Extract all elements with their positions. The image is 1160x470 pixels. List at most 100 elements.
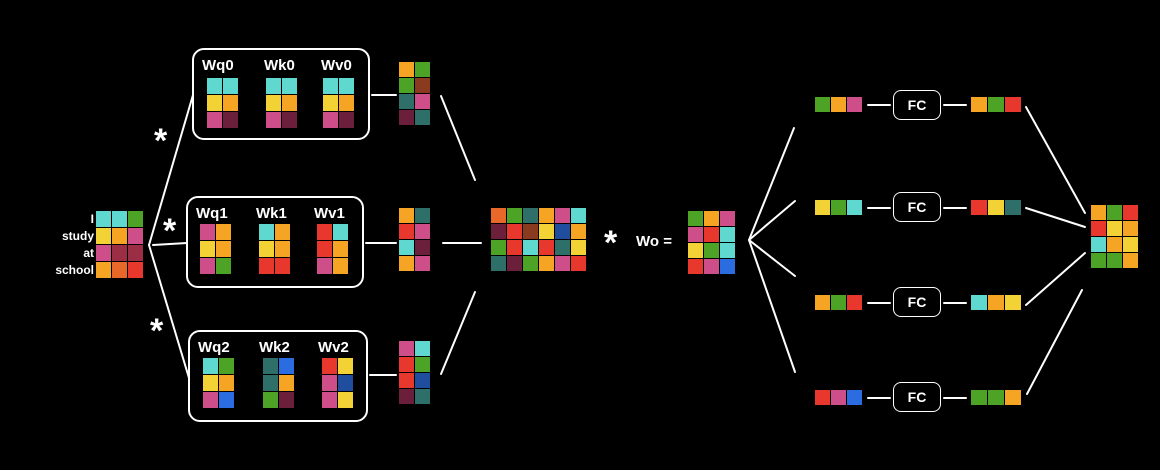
head-2-weight-0-cell — [219, 392, 234, 408]
final-matrix-cell — [1123, 205, 1138, 220]
head-0-weight-2-cell — [339, 95, 354, 111]
wo-matrix-cell — [720, 227, 735, 242]
head-2-weight-2-cell — [338, 392, 353, 408]
fc-label: FC — [907, 294, 927, 310]
fc-0-output-cell — [988, 97, 1004, 112]
input-matrix-cell — [96, 211, 111, 227]
token-label-study: study — [61, 229, 94, 243]
head-2-output-cell — [415, 389, 430, 404]
head-2-output-cell — [399, 341, 414, 356]
head-0-weight-1-cell — [266, 95, 281, 111]
input-to-head-2-line — [148, 244, 190, 379]
head-0-output-cell — [399, 78, 414, 93]
fc-1-output-cell — [971, 200, 987, 215]
head-0-output-cell — [415, 78, 430, 93]
concat-matrix-cell — [555, 208, 570, 223]
final-matrix-cell — [1107, 237, 1122, 252]
wo-to-fc-2-line — [748, 239, 796, 277]
head-2-output-cell — [399, 373, 414, 388]
fc-3-input-cell — [847, 390, 862, 405]
input-matrix-cell — [112, 228, 127, 244]
input-to-head-0-line — [148, 94, 194, 246]
fc-1-input-cell — [847, 200, 862, 215]
weight-label-wk0: Wk0 — [264, 57, 295, 74]
head-0-weight-0-cell — [223, 78, 238, 94]
head-1-weight-2-cell — [333, 241, 348, 257]
fc-0-input-cell — [847, 97, 862, 112]
head-1-weight-2-cell — [333, 258, 348, 274]
head-1-weight-0-cell — [216, 241, 231, 257]
concat-matrix-cell — [491, 240, 506, 255]
head-2-weight-2-cell — [322, 375, 337, 391]
final-matrix-cell — [1123, 253, 1138, 268]
head-1-output-cell — [399, 208, 414, 223]
weight-label-wk1: Wk1 — [256, 205, 287, 222]
fc-1-to-final-line — [1025, 207, 1086, 228]
weight-label-wv1: Wv1 — [314, 205, 345, 222]
wo-matrix-cell — [688, 243, 703, 258]
concat-matrix-cell — [571, 208, 586, 223]
wo-matrix-cell — [720, 243, 735, 258]
head-0-output-cell — [415, 62, 430, 77]
fc-3-to-final-line — [1026, 289, 1083, 395]
head-2-weight-0-cell — [219, 375, 234, 391]
head-1-weight-1-cell — [259, 224, 274, 240]
concat-matrix-cell — [491, 208, 506, 223]
fc-3-input-cell — [831, 390, 846, 405]
head-2-weight-0-cell — [203, 392, 218, 408]
concat-matrix-cell — [571, 256, 586, 271]
head-2-weight-1-cell — [263, 375, 278, 391]
fc-label: FC — [907, 389, 927, 405]
output-0-to-concat-line — [440, 95, 476, 181]
wo-matrix-cell — [688, 211, 703, 226]
head-0-weight-2-cell — [339, 112, 354, 128]
concat-matrix-cell — [523, 256, 538, 271]
token-label-i: I — [90, 212, 94, 226]
head-0-weight-0-cell — [223, 95, 238, 111]
head-1-weight-2-cell — [317, 224, 332, 240]
head-0-weight-1-cell — [282, 95, 297, 111]
input-matrix-cell — [128, 228, 143, 244]
input-matrix-cell — [112, 245, 127, 261]
final-matrix-cell — [1107, 253, 1122, 268]
head-1-output-cell — [399, 224, 414, 239]
head-1-weight-1-cell — [275, 241, 290, 257]
fc-2-output-cell — [971, 295, 987, 310]
head-0-output-cell — [399, 94, 414, 109]
wo-matrix-cell — [720, 259, 735, 274]
fc-2-output-cell — [988, 295, 1004, 310]
wo-matrix-cell — [720, 211, 735, 226]
head-2-weight-2-cell — [322, 358, 337, 374]
wo-to-fc-0-line — [748, 127, 795, 241]
wo-matrix-cell — [704, 227, 719, 242]
fc-0-output-cell — [971, 97, 987, 112]
multiply-symbol-wo: * — [604, 224, 618, 262]
fc-3-input-cell — [815, 390, 830, 405]
fc-3-output-cell — [971, 390, 987, 405]
fc-3-output-cell — [1005, 390, 1021, 405]
head-0-weight-0-cell — [223, 112, 238, 128]
weight-label-wk2: Wk2 — [259, 339, 290, 356]
final-matrix-cell — [1091, 205, 1106, 220]
concat-matrix-cell — [555, 240, 570, 255]
head-box-1 — [186, 196, 364, 288]
head-1-weight-1-cell — [275, 224, 290, 240]
input-matrix-cell — [128, 262, 143, 278]
fc-2-input-cell — [815, 295, 830, 310]
wo-matrix-cell — [688, 227, 703, 242]
weight-label-wq1: Wq1 — [196, 205, 228, 222]
concat-matrix-cell — [523, 208, 538, 223]
fc-2-to-final-line — [1025, 252, 1086, 306]
head-0-output-cell — [415, 94, 430, 109]
final-matrix-cell — [1091, 221, 1106, 236]
head-2-output-cell — [415, 341, 430, 356]
head-2-weight-0-cell — [203, 375, 218, 391]
head-box-2 — [188, 330, 368, 422]
concat-matrix-cell — [555, 224, 570, 239]
multiply-symbol-head-1: * — [163, 212, 177, 250]
final-matrix-cell — [1123, 237, 1138, 252]
head-2-weight-1-cell — [279, 375, 294, 391]
head-2-weight-1-cell — [279, 392, 294, 408]
